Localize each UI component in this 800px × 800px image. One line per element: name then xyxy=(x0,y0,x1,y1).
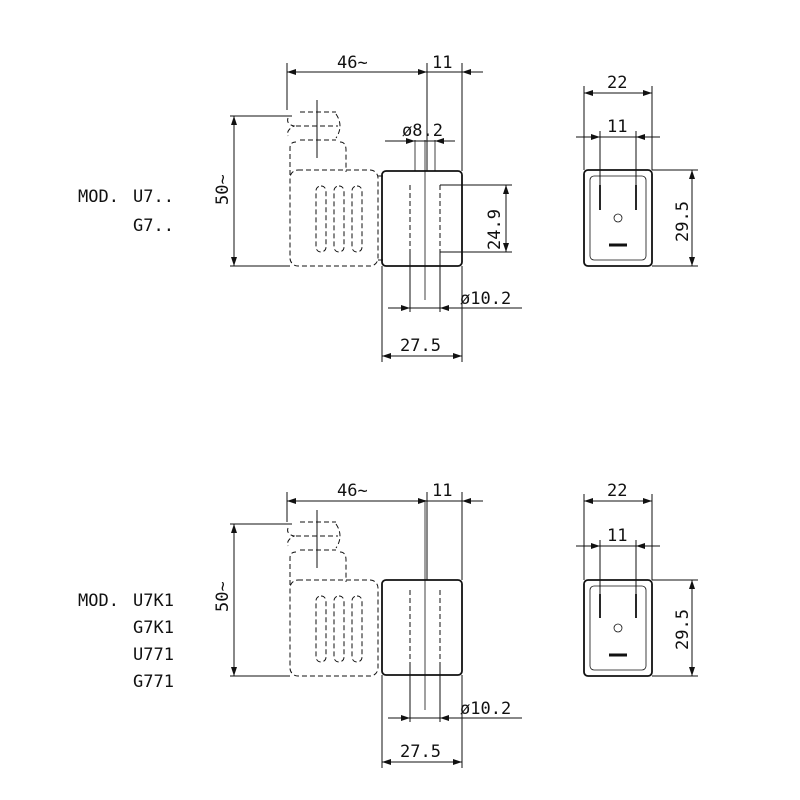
top-connector-dashed xyxy=(287,100,384,267)
bottom-offset-label: 11 xyxy=(432,481,452,501)
top-height-label: 50~ xyxy=(213,174,233,205)
bottom-coil-body xyxy=(381,500,463,710)
bottom-dim-offset: 11 xyxy=(432,481,471,580)
top-offset-label: 11 xyxy=(432,53,452,73)
bottom-connector-dashed xyxy=(287,510,379,677)
top-dim-body-width: 27.5 xyxy=(381,266,463,362)
top-dim-pin: ø10.2 xyxy=(388,252,522,312)
top-dim-hole: ø8.2 xyxy=(385,121,455,144)
bottom-dim-pin: ø10.2 xyxy=(388,665,522,722)
bottom-pin-label: ø10.2 xyxy=(460,699,511,719)
top-length-label: 46~ xyxy=(337,53,368,73)
top-front-view: 22 11 29.5 xyxy=(576,73,698,267)
bottom-model-1: U7K1 xyxy=(133,591,174,611)
bottom-length-label: 46~ xyxy=(337,481,368,501)
top-body-width-label: 27.5 xyxy=(400,336,441,356)
bottom-face-width-label: 22 xyxy=(607,481,627,501)
top-dim-height: 50~ xyxy=(213,115,292,267)
top-face-width-label: 22 xyxy=(607,73,627,93)
top-assembly: MOD. U7.. G7.. xyxy=(78,53,698,362)
bottom-height-label: 50~ xyxy=(213,581,233,612)
bottom-model-3: U771 xyxy=(133,645,174,665)
top-dim-body-height: 24.9 xyxy=(440,184,512,253)
bottom-model-prefix: MOD. xyxy=(78,591,119,611)
top-model-2: G7.. xyxy=(133,216,174,236)
bottom-model-2: G7K1 xyxy=(133,618,174,638)
top-pin-spacing-label: 11 xyxy=(607,117,627,137)
top-model-prefix: MOD. xyxy=(78,187,119,207)
bottom-pin-spacing-label: 11 xyxy=(607,526,627,546)
top-body-height-label: 24.9 xyxy=(485,209,505,250)
bottom-model-4: G771 xyxy=(133,672,174,692)
top-hole-label: ø8.2 xyxy=(402,121,443,141)
bottom-front-view: 22 11 29.5 xyxy=(576,481,698,677)
top-dim-length: 46~ xyxy=(286,53,483,171)
top-coil-body xyxy=(381,140,463,300)
bottom-dim-height: 50~ xyxy=(213,523,292,677)
top-model-1: U7.. xyxy=(133,187,174,207)
bottom-dim-body-width: 27.5 xyxy=(381,675,463,768)
bottom-dim-length: 46~ xyxy=(286,481,483,580)
bottom-assembly: MOD. U7K1 G7K1 U771 G771 xyxy=(78,481,698,768)
top-dim-offset: 11 xyxy=(432,53,471,171)
bottom-face-height-label: 29.5 xyxy=(673,609,693,650)
top-pin-label: ø10.2 xyxy=(460,289,511,309)
bottom-body-width-label: 27.5 xyxy=(400,742,441,762)
top-face-height-label: 29.5 xyxy=(673,201,693,242)
